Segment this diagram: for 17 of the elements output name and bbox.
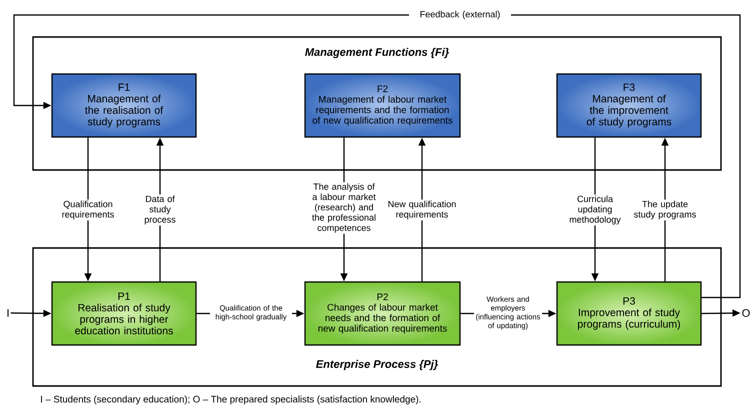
arrow bbox=[13, 14, 741, 298]
process-box: P2 Changes of labour market needs and the formation of new qualification requirements bbox=[304, 281, 461, 346]
process-box: P1 Realisation of study programs in higher education institutions bbox=[51, 281, 197, 346]
caption: I – Students (secondary education); O – The prepared specialists (satisfaction knowledge). bbox=[41, 396, 421, 404]
process-box: P3 Improvement of study programs (curriculum) bbox=[556, 281, 702, 346]
io-label: O bbox=[742, 309, 750, 317]
io-label: I bbox=[8, 309, 9, 317]
edge-label: Feedback (external) bbox=[409, 10, 511, 20]
edge-label: The update study programs bbox=[629, 200, 701, 220]
edge-label: Qualification requirements bbox=[57, 200, 120, 220]
edge-label: Curricula updating methodology bbox=[559, 194, 631, 226]
edge-label: Data of study process bbox=[136, 194, 184, 226]
process-box: F1 Management of the realisation of study programs bbox=[51, 73, 197, 138]
process-box: F3 Management of the improvement of study programs bbox=[556, 73, 702, 138]
process-box: F2 Management of labour market requirements and the formation of new qualification requirements bbox=[304, 73, 461, 138]
edge-label: New qualification requirements bbox=[384, 200, 460, 220]
edge-label: The analysis of a labour market (research) and the professional competences bbox=[299, 182, 389, 234]
